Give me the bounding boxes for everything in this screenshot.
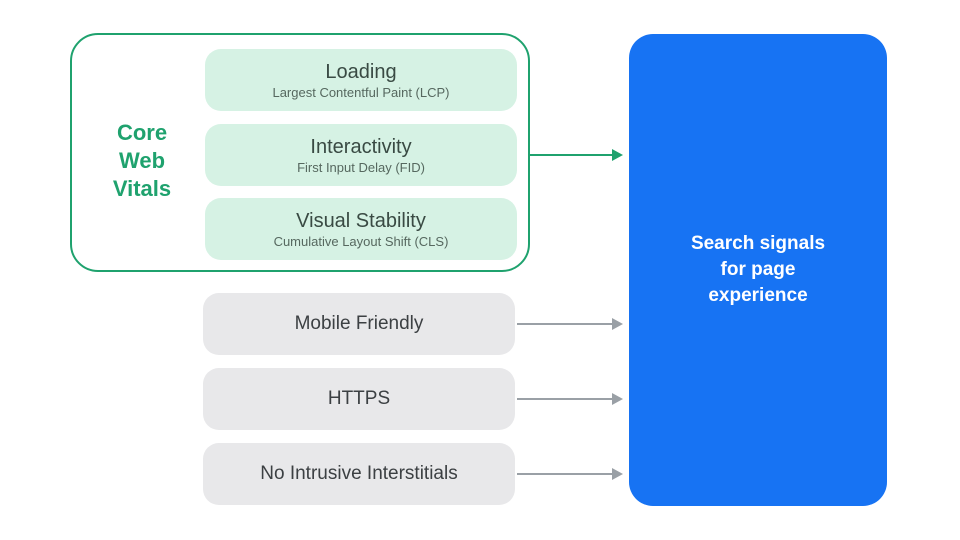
signal-label: HTTPS [327, 388, 391, 409]
signal-label: No Intrusive Interstitials [260, 463, 458, 484]
metric-subtitle: Cumulative Layout Shift (CLS) [273, 233, 449, 249]
metric-title: Visual Stability [296, 209, 426, 232]
metric-pill-visual-stability: Visual Stability Cumulative Layout Shift… [205, 198, 517, 260]
arrow-line [517, 473, 612, 475]
signal-pill-no-intrusive-interstitials: No Intrusive Interstitials [203, 443, 515, 505]
arrow-line [530, 154, 612, 156]
core-web-vitals-label: Core Web Vitals [72, 119, 212, 203]
metric-pill-loading: Loading Largest Contentful Paint (LCP) [205, 49, 517, 111]
arrow-head-icon [612, 318, 623, 330]
search-signals-label-line: experience [708, 285, 808, 306]
search-signals-label-line: for page [720, 259, 796, 280]
arrow-line [517, 323, 612, 325]
core-web-vitals-label-line: Core [116, 120, 168, 145]
search-signals-panel: Search signals for page experience [629, 34, 887, 506]
search-signals-label-line: Search signals [690, 233, 826, 254]
metric-pill-interactivity: Interactivity First Input Delay (FID) [205, 124, 517, 186]
metric-subtitle: First Input Delay (FID) [297, 159, 425, 175]
core-web-vitals-label-line: Vitals [112, 176, 172, 201]
core-web-vitals-label-line: Web [118, 148, 166, 173]
core-web-vitals-group: Core Web Vitals Loading Largest Contentf… [70, 33, 530, 272]
metric-subtitle: Largest Contentful Paint (LCP) [272, 84, 450, 100]
signal-label: Mobile Friendly [294, 313, 424, 334]
arrow-head-icon [612, 149, 623, 161]
signal-pill-https: HTTPS [203, 368, 515, 430]
signal-pill-mobile-friendly: Mobile Friendly [203, 293, 515, 355]
arrow-head-icon [612, 393, 623, 405]
arrow-head-icon [612, 468, 623, 480]
metric-title: Loading [325, 60, 397, 83]
search-signals-label: Search signals for page experience [691, 231, 825, 309]
metric-title: Interactivity [310, 135, 412, 158]
arrow-line [517, 398, 612, 400]
